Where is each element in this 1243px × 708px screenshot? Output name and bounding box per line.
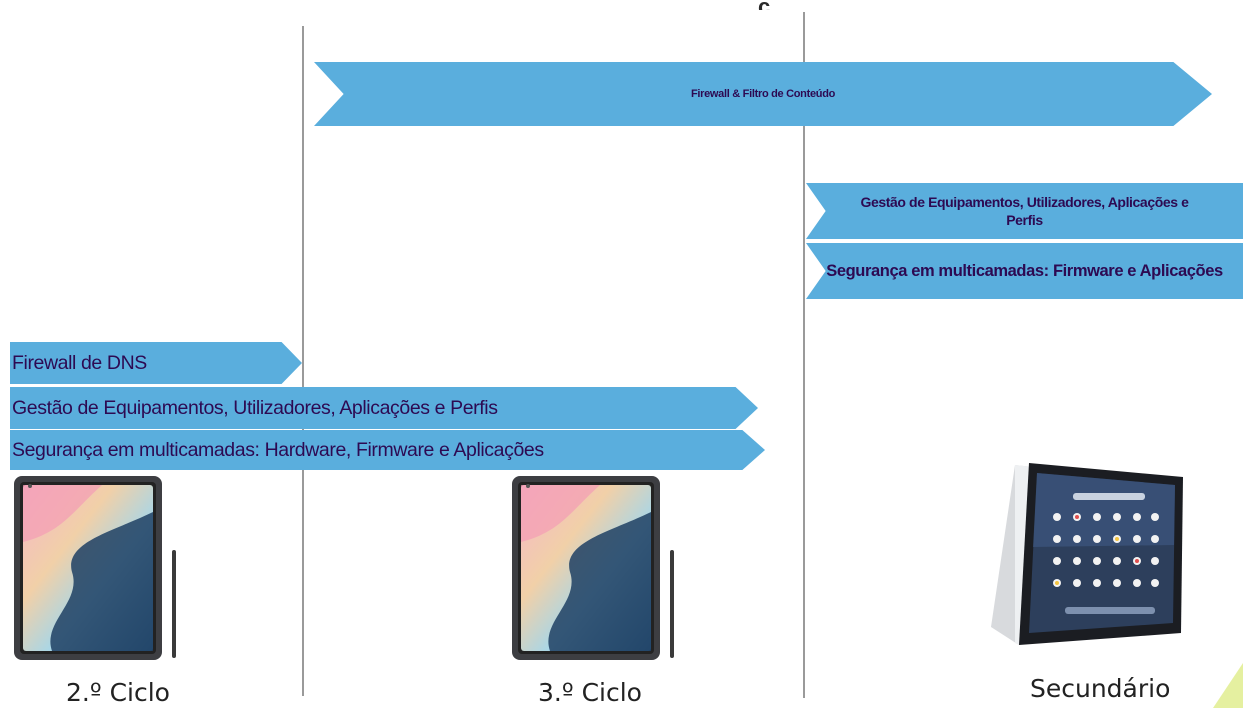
tablet-icon xyxy=(14,476,176,660)
band-dns-firewall: Firewall de DNS xyxy=(10,342,302,384)
convertible-laptop-icon xyxy=(991,463,1183,645)
slide-title-fragment: ç xyxy=(758,0,778,10)
stage-label-2-ciclo: 2.º Ciclo xyxy=(66,678,170,707)
band-label: Firewall de DNS xyxy=(12,351,147,374)
band-secundario-multilayer-security: Segurança em multicamadas: Firmware e Ap… xyxy=(806,243,1243,299)
band-label: Gestão de Equipamentos, Utilizadores, Ap… xyxy=(12,396,498,419)
stage-label-3-ciclo: 3.º Ciclo xyxy=(538,678,642,707)
corner-accent-decoration xyxy=(1213,663,1243,708)
band-label: Segurança em multicamadas: Firmware e Ap… xyxy=(826,262,1223,280)
band-multilayer-security: Segurança em multicamadas: Hardware, Fir… xyxy=(10,430,765,470)
band-label: Segurança em multicamadas: Hardware, Fir… xyxy=(12,438,544,461)
band-label: Gestão de Equipamentos, Utilizadores, Ap… xyxy=(860,194,1189,228)
stage-label-secundario: Secundário xyxy=(1030,674,1171,703)
column-divider-left xyxy=(302,26,304,696)
band-secundario-device-management: Gestão de Equipamentos, Utilizadores, Ap… xyxy=(806,183,1243,239)
band-device-management: Gestão de Equipamentos, Utilizadores, Ap… xyxy=(10,387,758,429)
tablet-icon xyxy=(512,476,674,660)
column-divider-right xyxy=(803,12,805,698)
band-firewall-content-filter: Firewall & Filtro de Conteúdo xyxy=(314,62,1212,126)
band-label: Firewall & Filtro de Conteúdo xyxy=(690,88,836,100)
